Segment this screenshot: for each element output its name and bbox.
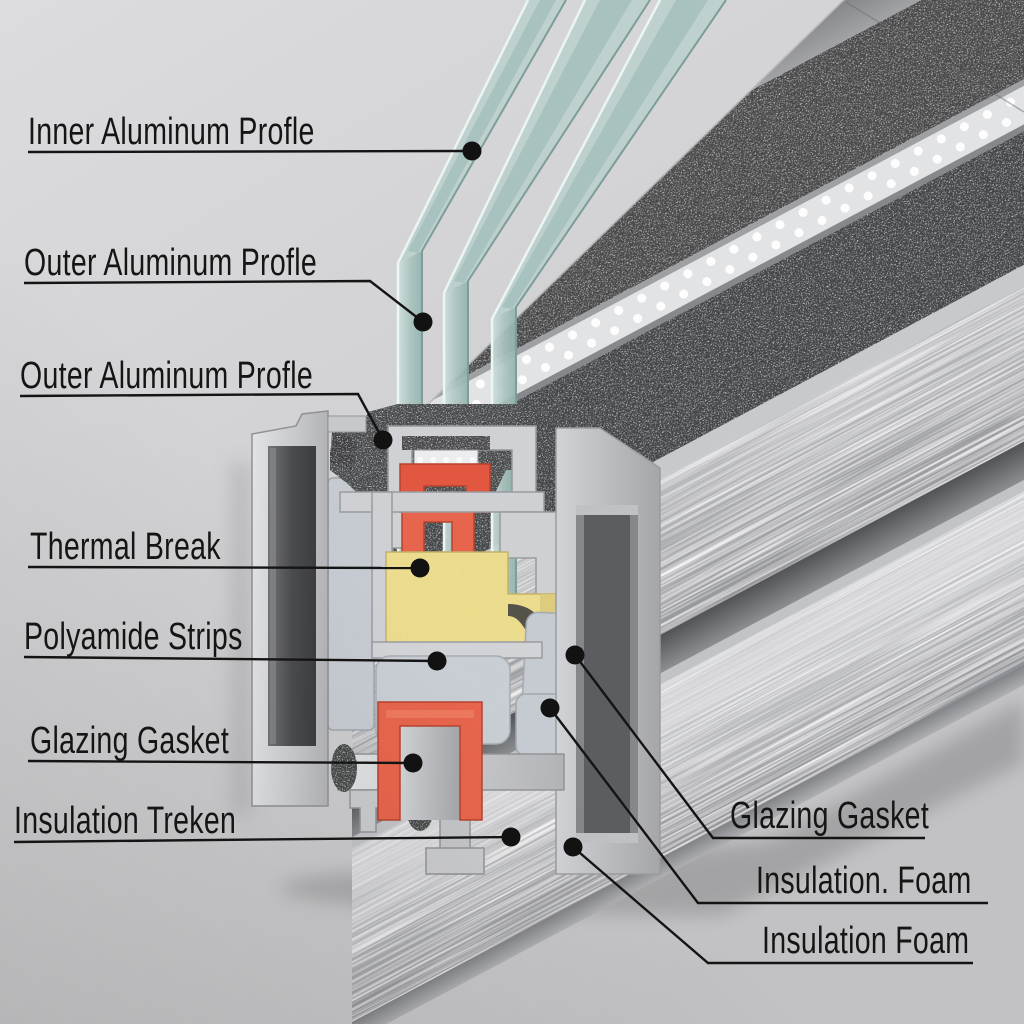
leader-outer-aluminum-profile-1 [23,279,424,323]
callout-label-outer-aluminum-profile-1: Outer Aluminum Profle [24,242,318,284]
callout-label-insulation-foam-2: Insulation Foam [762,920,970,962]
callout-label-glazing-gasket-right: Glazing Gasket [730,795,930,837]
dot-insulation-foam-2 [563,837,583,857]
callout-label-outer-aluminum-profile-2: Outer Aluminum Profle [20,355,314,397]
callout-dots [373,141,585,857]
leader-lines [13,149,988,965]
leader-glazing-gasket-right [574,654,925,840]
callout-label-glazing-gasket-left: Glazing Gasket [30,720,230,762]
leader-thermal-break [27,565,421,570]
dot-thermal-break [410,558,430,578]
dot-inner-aluminum-profile [462,141,482,161]
dot-glazing-gasket-right [565,645,585,665]
dot-insulation-treken [501,827,521,847]
dot-polyamide-strips [427,651,447,671]
dot-outer-aluminum-profile-2 [373,430,393,450]
dot-glazing-gasket-left [403,753,423,773]
leader-polyamide-strips [23,655,438,663]
dot-insulation-foam-1 [540,698,560,718]
dot-outer-aluminum-profile-1 [413,312,433,332]
leader-insulation-foam-1 [549,707,988,905]
callout-label-polyamide-strips: Polyamide Strips [24,616,243,658]
leader-outer-aluminum-profile-2 [19,392,385,441]
leader-inner-aluminum-profile [27,149,473,154]
leader-insulation-treken [13,835,512,844]
callout-label-thermal-break: Thermal Break [30,526,221,568]
leader-insulation-foam-2 [572,846,973,965]
leader-glazing-gasket-left [27,759,414,765]
callout-label-insulation-treken: Insulation Treken [14,800,237,842]
callout-label-insulation-foam-1: Insulation. Foam [756,860,972,902]
callout-label-inner-aluminum-profile: Inner Aluminum Profle [28,111,315,153]
